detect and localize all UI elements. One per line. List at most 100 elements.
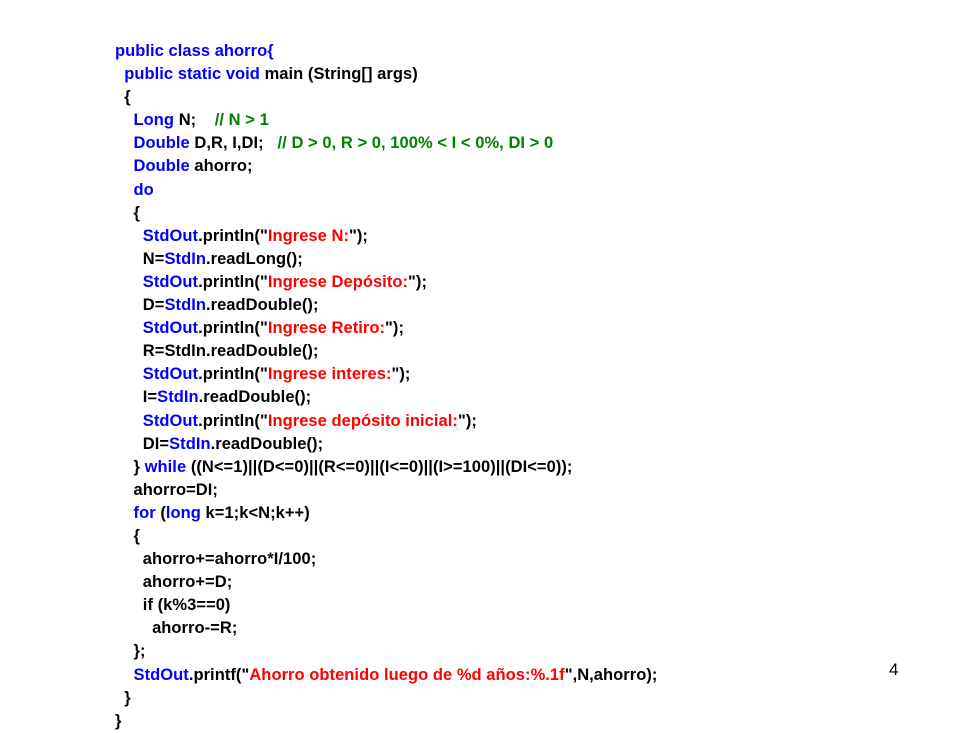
code-string: Ingrese interes: [267,365,392,384]
code-listing: public class ahorro{ public static void … [115,40,657,733]
code-text: .println(" [198,272,268,291]
code-text: "); [391,365,411,384]
code-text: .readDouble(); [210,434,324,453]
code-line: } [115,710,657,733]
code-line: D=StdIn.readDouble(); [115,294,657,317]
code-string: Ingrese Depósito: [267,272,409,291]
code-line: ahorro+=ahorro*I/100; [115,548,657,571]
code-string: Ingrese depósito inicial: [267,411,458,430]
code-keyword: StdOut [115,226,199,245]
code-text: .readLong(); [205,249,303,268]
code-text: } [115,688,131,707]
code-line: StdOut.println("Ingrese interes:"); [115,363,657,386]
code-line: StdOut.println("Ingrese Depósito:"); [115,271,657,294]
code-text: ((N<=1)||(D<=0)||(R<=0)||(I<=0)||(I>=100… [190,457,573,476]
code-keyword: StdOut [115,411,199,430]
code-line: if (k%3==0) [115,594,657,617]
code-line: do [115,179,657,202]
code-text: R=StdIn.readDouble(); [115,342,319,361]
code-keyword: StdOut [115,365,199,384]
code-keyword: StdIn [164,249,206,268]
code-line: ahorro=DI; [115,479,657,502]
code-text: .println(" [198,365,268,384]
code-text: } [115,457,145,476]
code-comment: // N > 1 [214,111,269,130]
code-keyword: public static void [115,65,265,84]
code-text: ahorro+=ahorro*I/100; [115,550,317,569]
code-text: if (k%3==0) [115,596,231,615]
code-line: DI=StdIn.readDouble(); [115,433,657,456]
code-text: main (String[] args) [264,65,418,84]
code-line: StdOut.println("Ingrese Retiro:"); [115,317,657,340]
code-text: ( [160,503,166,522]
code-string: Ahorro obtenido luego de %d años:%.1f [249,665,565,684]
code-text: { [115,203,141,222]
code-text: ahorro+=D; [115,573,233,592]
code-line: N=StdIn.readLong(); [115,248,657,271]
code-text: "); [457,411,477,430]
code-text: ahorro=DI; [115,480,218,499]
code-keyword: Double [115,134,195,153]
code-text: } [115,711,122,730]
code-text: .printf(" [188,665,250,684]
code-keyword: StdIn [169,434,211,453]
code-text: "); [385,319,404,338]
code-line: Double ahorro; [115,155,657,178]
code-line: ahorro-=R; [115,617,657,640]
code-line: { [115,202,657,225]
code-text: .println(" [198,319,268,338]
code-text: D= [115,296,165,315]
code-string: Ingrese Retiro: [267,319,386,338]
code-text: I= [115,388,158,407]
code-line: } while ((N<=1)||(D<=0)||(R<=0)||(I<=0)|… [115,456,657,479]
code-line: }; [115,640,657,663]
code-line: StdOut.printf("Ahorro obtenido luego de … [115,664,658,687]
code-text: D,R, I,DI; [194,134,278,153]
code-comment: // D > 0, R > 0, 100% < I < 0%, DI > 0 [277,134,554,153]
code-text: .readDouble(); [205,296,319,315]
code-text: .readDouble(); [198,388,312,407]
code-text: ahorro; [194,157,253,176]
code-text: ahorro-=R; [115,619,238,638]
code-line: Long N; // N > 1 [115,109,657,132]
code-line: R=StdIn.readDouble(); [115,340,657,363]
code-text: .println(" [198,226,268,245]
code-text: N; [178,111,215,130]
code-text: }; [115,642,146,661]
code-line: { [115,525,657,548]
code-text: "); [408,272,428,291]
code-line: I=StdIn.readDouble(); [115,386,657,409]
code-keyword: StdIn [164,296,206,315]
code-keyword: Long [115,111,179,130]
code-text: DI= [115,434,170,453]
code-keyword: do [115,180,154,199]
code-text: N= [115,249,165,268]
code-text: .println(" [198,411,268,430]
code-line: Double D,R, I,DI; // D > 0, R > 0, 100% … [115,132,657,155]
page-number: 4 [889,660,899,679]
code-line: public class ahorro{ [115,40,657,63]
code-keyword: for [115,503,161,522]
code-line: } [115,687,657,710]
code-keyword: while [144,457,191,476]
code-line: ahorro+=D; [115,571,657,594]
code-keyword: long [165,503,206,522]
code-keyword: Double [115,157,195,176]
code-keyword: StdIn [157,388,199,407]
code-keyword: public class ahorro{ [115,42,274,60]
code-line: public static void main (String[] args) [115,63,657,86]
code-line: { [115,86,657,109]
code-keyword: StdOut [115,319,199,338]
code-line: StdOut.println("Ingrese depósito inicial… [115,410,657,433]
code-keyword: StdOut [115,272,199,291]
code-text: k=1;k<N;k++) [205,503,310,522]
code-text: ",N,ahorro); [564,665,658,684]
code-line: StdOut.println("Ingrese N:"); [115,225,657,248]
code-text: { [115,526,141,545]
code-text: "); [349,226,368,245]
code-keyword: StdOut [115,665,189,684]
code-string: Ingrese N: [267,226,350,245]
code-text: { [115,88,131,107]
code-line: for (long k=1;k<N;k++) [115,502,657,525]
